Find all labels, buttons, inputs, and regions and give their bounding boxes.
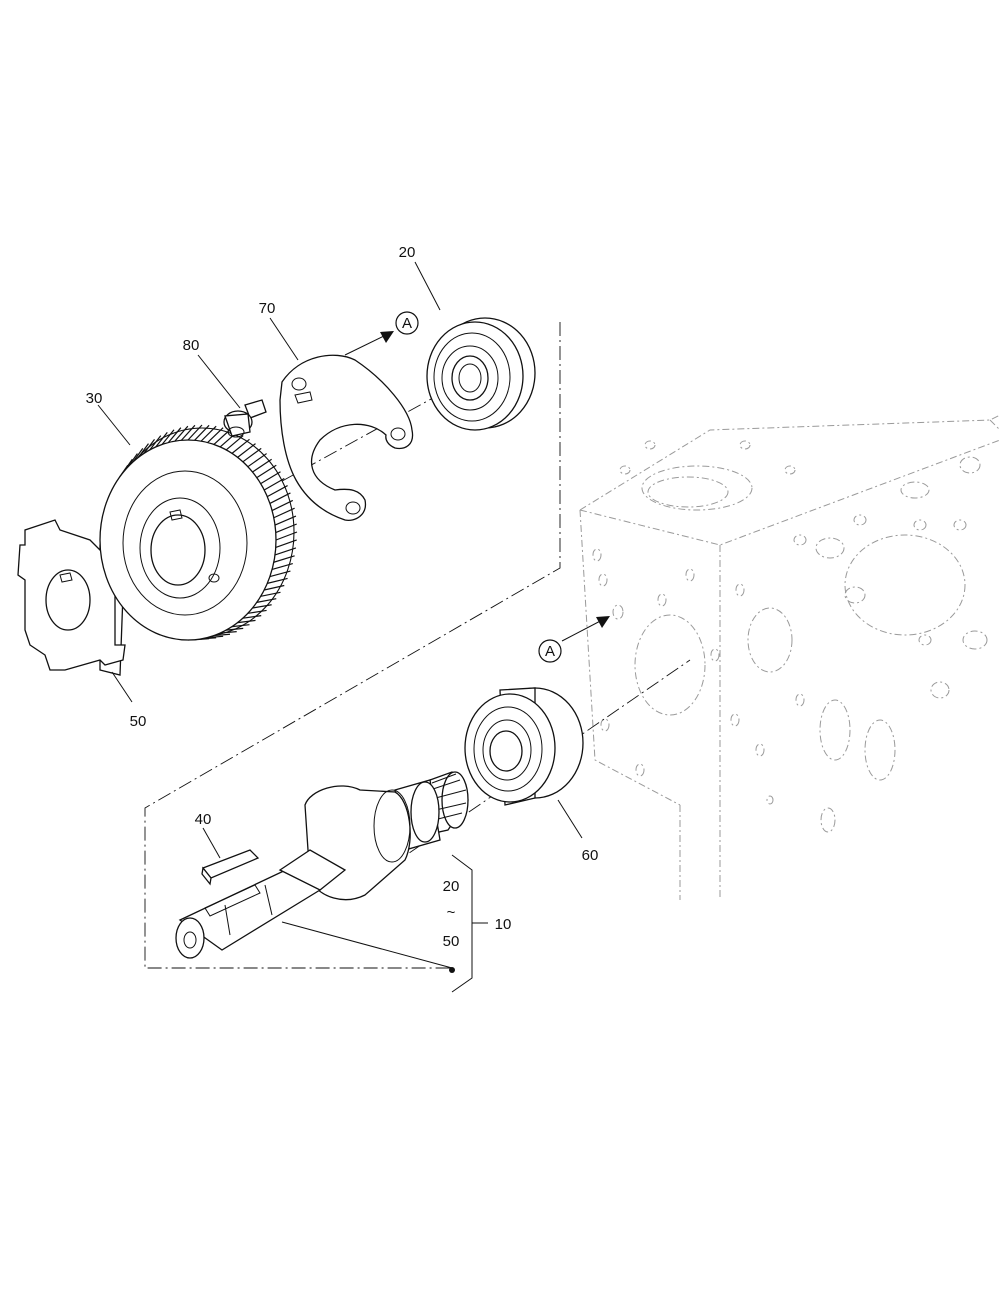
gear-tooth [252, 458, 272, 473]
gear-tooth [256, 598, 277, 603]
gear-tooth [225, 435, 244, 451]
callout-50: 50 [130, 713, 147, 730]
gear-tooth [242, 615, 262, 619]
gear-tooth [149, 435, 162, 451]
shaft-assembly [175, 771, 469, 959]
range-tilde: ~ [447, 904, 456, 921]
gear-tooth [260, 591, 281, 597]
bearing-part-20 [426, 317, 536, 431]
reference-label-lower: A [545, 643, 555, 660]
gear-tooth [194, 424, 210, 441]
gear-tooth [226, 627, 244, 631]
engine-block-phantom [579, 414, 1000, 900]
gear-tooth [252, 604, 272, 609]
gear-tooth [237, 443, 256, 458]
gear-tooth [275, 539, 297, 549]
key-part-40 [201, 849, 260, 886]
gear-tooth [180, 424, 196, 441]
gear-tooth [231, 438, 250, 454]
gear-tooth [274, 515, 297, 526]
callout-10: 10 [495, 916, 512, 933]
gear-tooth [273, 555, 295, 563]
gear-tooth [275, 531, 298, 541]
gear-tooth [271, 499, 294, 512]
callout-60: 60 [582, 847, 599, 864]
gear-tooth [167, 427, 182, 443]
reference-arrow-upper: A [344, 311, 419, 356]
gear-part-30 [99, 424, 298, 641]
retaining-plate-part-70 [279, 354, 414, 521]
gear-tooth [256, 464, 277, 479]
gear-tooth [273, 507, 295, 519]
callout-80: 80 [183, 337, 200, 354]
gear-tooth [242, 447, 262, 463]
reference-circle-upper [395, 311, 419, 335]
gear-tooth [266, 485, 288, 498]
gear-tooth [161, 429, 175, 445]
gear-tooth [137, 443, 149, 458]
gear-tooth [187, 424, 203, 441]
gear-tooth [269, 492, 291, 504]
reference-arrow-lower: A [538, 616, 610, 663]
leader-lines [97, 261, 583, 993]
gear-tooth [213, 633, 231, 637]
gear-tooth [260, 471, 281, 485]
callout-30: 30 [86, 390, 103, 407]
bearing-part-60 [464, 687, 584, 806]
callout-70: 70 [259, 300, 276, 317]
reference-label-upper: A [402, 315, 412, 332]
gear-tooth [213, 429, 231, 445]
gear-tooth [231, 624, 250, 628]
gear-tooth [237, 619, 256, 624]
callouts: 20 70 80 30 50 40 60 10 20 ~ 50 [86, 244, 599, 950]
gear-tooth [247, 609, 267, 614]
range-to: 50 [443, 933, 460, 950]
gear-tooth [155, 432, 168, 448]
gear-tooth [263, 477, 285, 491]
gear-tooth [143, 438, 155, 454]
gear-tooth [269, 570, 291, 578]
gear-tooth [220, 631, 237, 634]
reference-circle-lower [538, 639, 562, 663]
bolt-part-80 [223, 399, 267, 438]
gear-tooth [247, 453, 267, 468]
gear-tooth [267, 577, 288, 584]
gear-tooth [200, 425, 217, 442]
gear-tooth [275, 523, 297, 534]
callout-20: 20 [399, 244, 416, 261]
subassembly-boundary [144, 322, 561, 969]
callout-40: 40 [195, 811, 212, 828]
gear-tooth [271, 562, 293, 571]
gear-tooth [264, 584, 285, 591]
gear-tooth [207, 427, 224, 443]
gear-tooth [274, 547, 297, 556]
range-from: 20 [443, 878, 460, 895]
gear-tooth [174, 425, 189, 442]
